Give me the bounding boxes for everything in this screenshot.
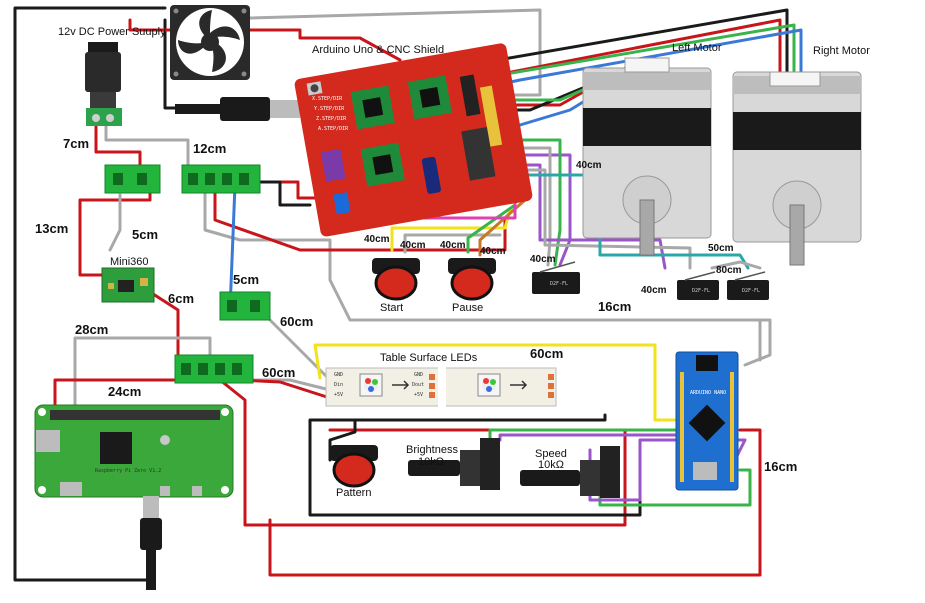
wire-hub12 xyxy=(78,183,152,277)
wire-yellow xyxy=(313,343,682,422)
cnc-shield xyxy=(294,43,533,237)
led-pin-out-gnd: GND xyxy=(414,372,424,378)
brightness-pot xyxy=(408,438,500,490)
led-strip xyxy=(325,366,557,408)
shield-axis-x: X.STEP/DIR xyxy=(312,96,343,102)
wire-es3-teal xyxy=(518,173,750,270)
wire-hub2-red-down xyxy=(213,188,507,252)
wire-rpi-red xyxy=(53,378,192,412)
wire-nano-red xyxy=(268,428,762,577)
mini360-module xyxy=(101,267,155,303)
right-motor-label: Right Motor xyxy=(813,45,870,57)
wire-hub2-gray-down xyxy=(203,188,762,362)
len-hub-to-hub: 5cm xyxy=(233,272,260,287)
wire-hub2-black xyxy=(253,180,312,207)
len-leds-power: 60cm xyxy=(262,365,296,380)
wire-es1-purple xyxy=(513,153,572,267)
power-supply-label: 12v DC Power Suuply xyxy=(58,26,166,38)
len-endstop-mid: 40cm xyxy=(641,285,667,296)
arduino-nano xyxy=(675,351,739,491)
wire-pause-green xyxy=(466,203,517,254)
wire-es1-gray xyxy=(513,146,552,267)
len-mini360-out: 6cm xyxy=(168,291,195,306)
mini360-label: Mini360 xyxy=(110,256,149,268)
pause-label: Pause xyxy=(452,302,484,314)
wire-es1-green xyxy=(513,138,562,267)
power-jack xyxy=(85,42,122,126)
rpi-board-text: Raspberry Pi Zero V1.2 xyxy=(95,468,162,474)
usb-cable-shield xyxy=(175,97,300,121)
start-button-body xyxy=(372,258,420,301)
led-pin-out-5v: +5V xyxy=(414,392,424,398)
raspberry-pi-zero xyxy=(34,404,234,498)
brightness-value: 10kΩ xyxy=(418,456,444,468)
len-endstop-a: 40cm xyxy=(530,254,556,265)
wire-mini-red xyxy=(148,290,180,364)
wire-psu-black xyxy=(104,123,190,167)
len-leds-data: 60cm xyxy=(530,346,564,361)
table-leds-label: Table Surface LEDs xyxy=(380,352,478,364)
len-mini360-branch: 5cm xyxy=(132,227,159,242)
endstop-text-1: D2F-FL xyxy=(550,281,569,287)
pattern-label: Pattern xyxy=(336,487,372,499)
len-pause-b: 40cm xyxy=(480,246,506,257)
led-pin-din: Din xyxy=(334,382,344,388)
len-start-b: 40cm xyxy=(400,240,426,251)
wire-hub-gray xyxy=(108,193,122,252)
arduino-uno-label: Arduino Uno & CNC Shield xyxy=(312,44,445,56)
shield-axis-a: A.STEP/DIR xyxy=(318,126,349,132)
endstops xyxy=(532,272,769,300)
speed-label: Speed xyxy=(535,448,567,460)
len-hub-link: 12cm xyxy=(193,141,227,156)
wire-hub-blue xyxy=(228,183,237,312)
wire-gray-nano-top xyxy=(743,318,772,367)
wire-es2-purple xyxy=(518,163,667,270)
len-rpi-long: 28cm xyxy=(75,322,109,337)
shield-axis-y: Y.STEP/DIR xyxy=(314,106,345,112)
wire-shield-red-top xyxy=(128,18,402,62)
speed-value: 10kΩ xyxy=(538,459,564,471)
endstop-text-3: D2F-FL xyxy=(742,288,761,294)
brightness-label: Brightness xyxy=(406,444,458,456)
usb-cable-pi xyxy=(140,496,162,590)
wire-start-gray xyxy=(403,233,502,254)
len-endstop-link: 80cm xyxy=(716,265,742,276)
left-motor-label: Left Motor xyxy=(672,42,722,54)
cooling-fan xyxy=(170,5,250,80)
start-label: Start xyxy=(380,302,404,314)
shield-axis-z: Z.STEP/DIR xyxy=(316,116,347,122)
wire-es3-gray xyxy=(710,260,762,270)
pause-button-body xyxy=(448,258,496,301)
nano-board-text: ARDUINO NANO xyxy=(690,390,727,396)
len-nano-right: 16cm xyxy=(764,459,798,474)
len-start-a: 40cm xyxy=(364,234,390,245)
len-hub-to-leds: 60cm xyxy=(280,314,314,329)
led-pin-5v: +5V xyxy=(334,392,344,398)
led-pin-out-dout: Dout xyxy=(412,382,425,388)
endstop-text-2: D2F-FL xyxy=(692,288,711,294)
left-motor-body xyxy=(582,57,712,256)
len-pause-a: 40cm xyxy=(440,240,466,251)
len-endstop-right: 50cm xyxy=(708,243,734,254)
wire-pot-green xyxy=(488,428,692,442)
speed-pot xyxy=(520,446,620,498)
len-rpi-short: 24cm xyxy=(108,384,142,399)
led-pin-gnd: GND xyxy=(334,372,344,378)
pattern-button-body xyxy=(330,445,378,488)
wire-rpi-gray xyxy=(73,336,212,412)
len-endstop-long: 16cm xyxy=(598,299,632,314)
right-motor-body xyxy=(732,71,862,266)
len-hub-to-mini360: 13cm xyxy=(35,221,69,236)
len-left-motor: 40cm xyxy=(576,160,602,171)
wire-hub2-red xyxy=(253,180,322,200)
wire-nano-purple xyxy=(588,438,747,502)
len-psu-to-hub: 7cm xyxy=(63,136,90,151)
